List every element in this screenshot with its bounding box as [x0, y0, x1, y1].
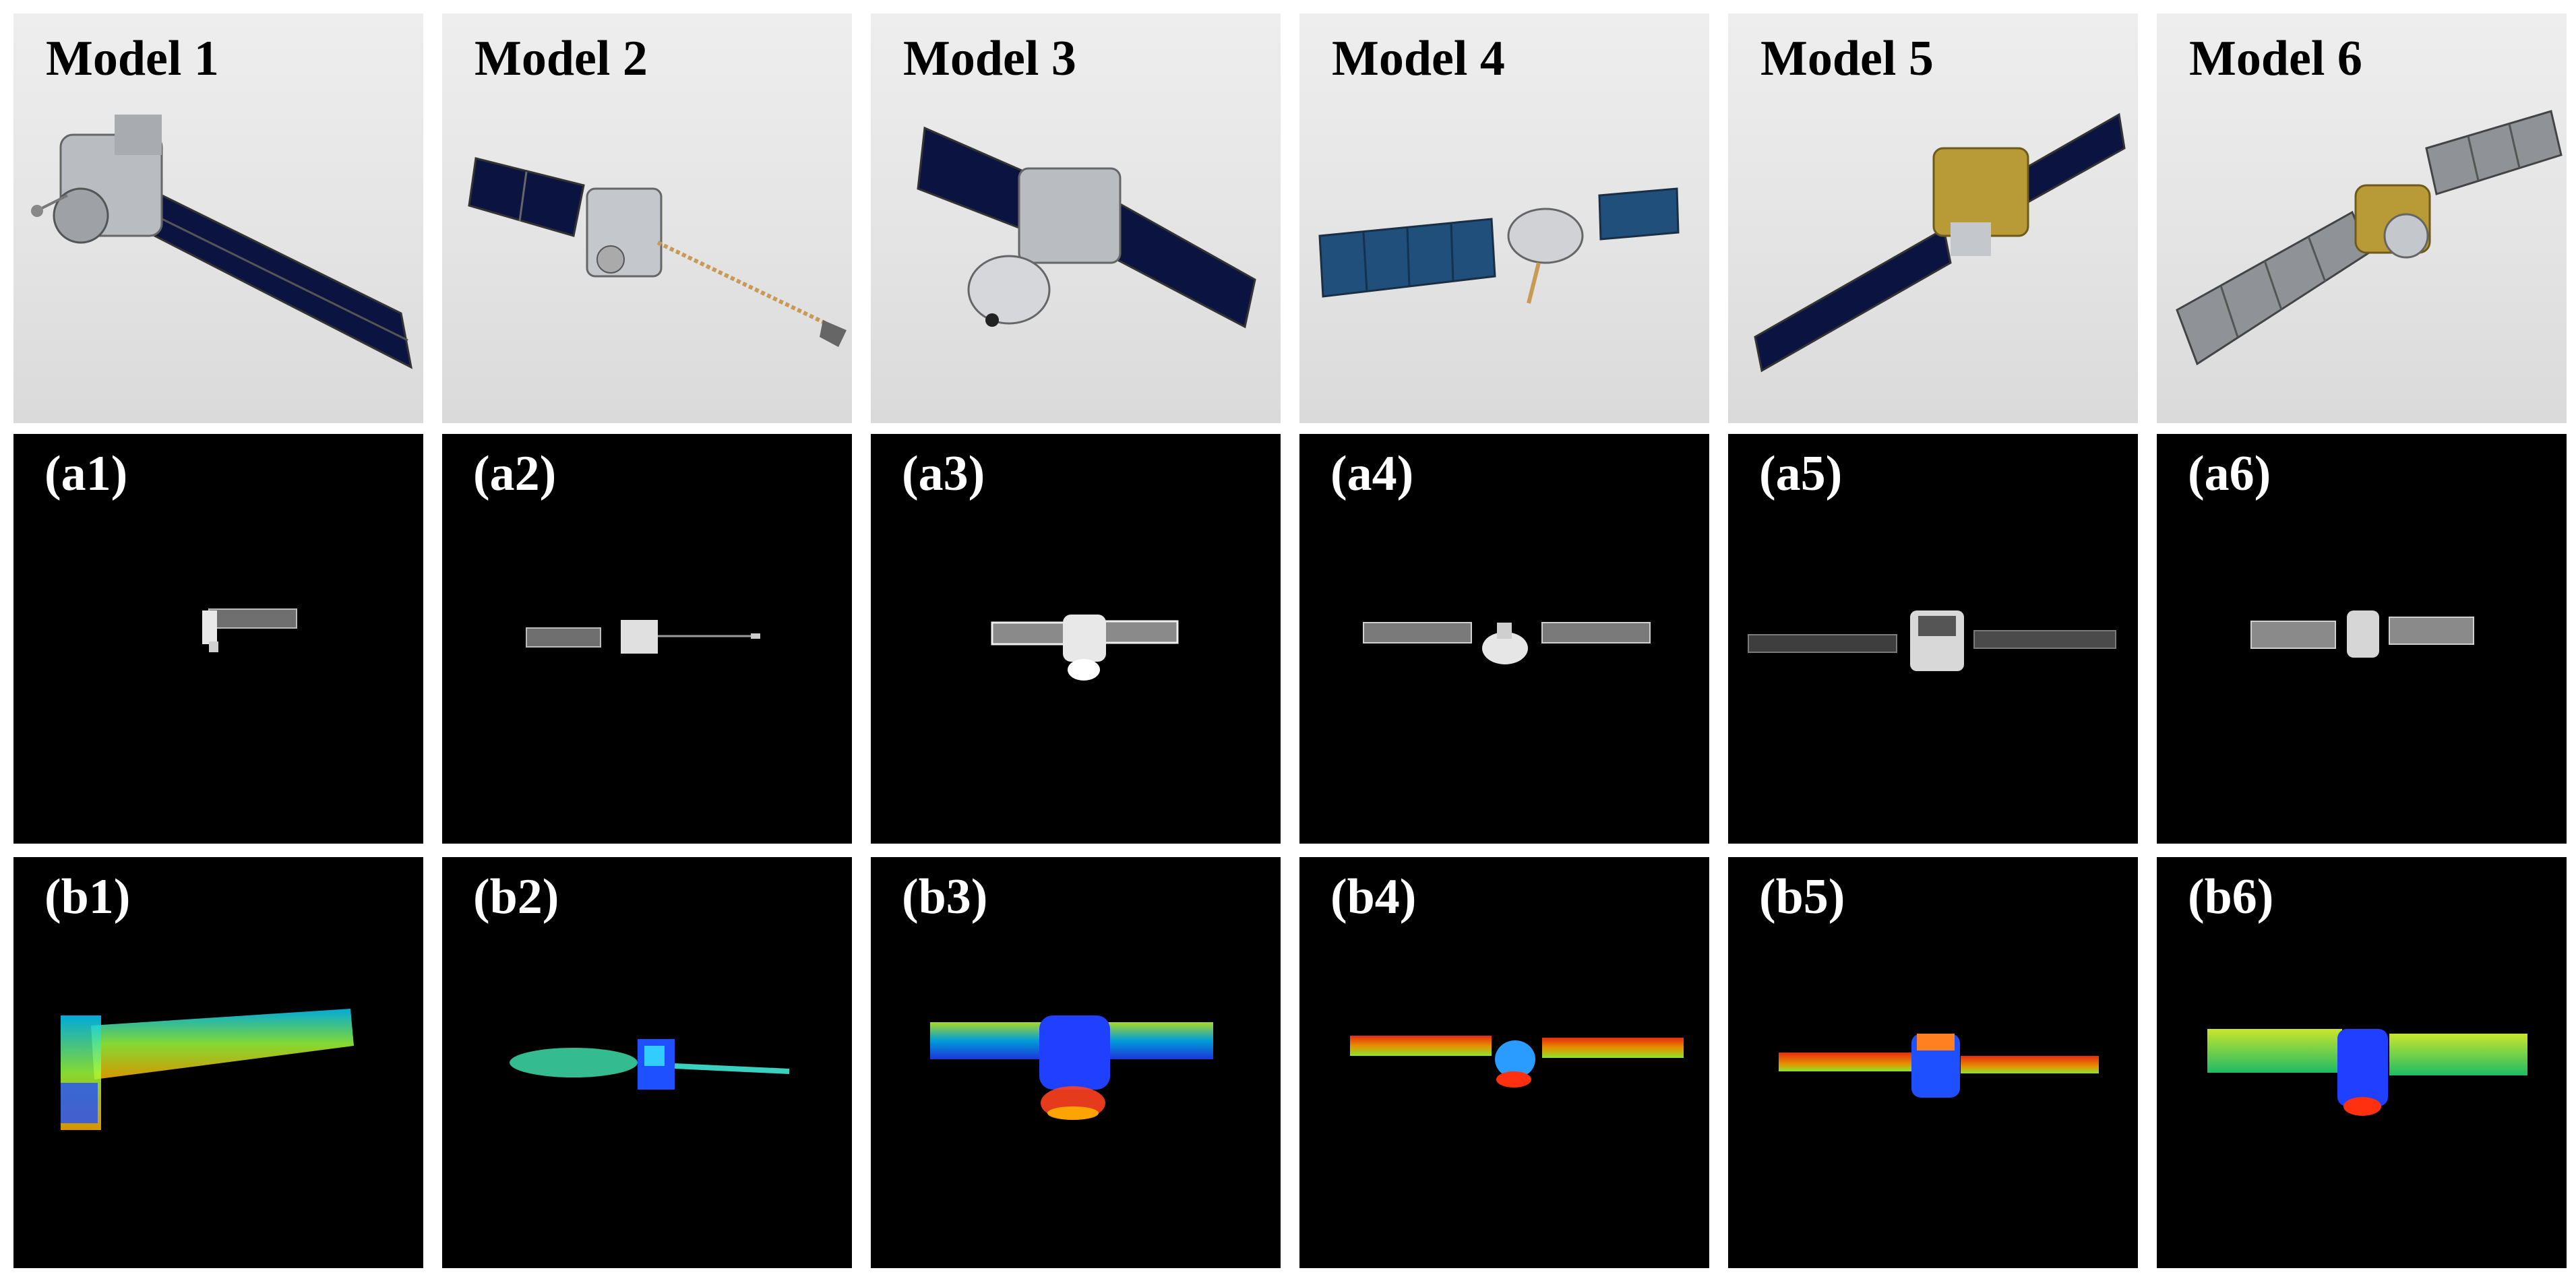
pointcloud-b2-panel: (b2) — [442, 857, 852, 1268]
model-6-panel: Model 6 — [2157, 13, 2567, 423]
render-a5-panel: (a5) — [1728, 434, 2138, 844]
render-a2-panel: (a2) — [442, 434, 852, 844]
pointcloud-b2-label: (b2) — [473, 869, 559, 924]
pointcloud-b5-panel: (b5) — [1728, 857, 2138, 1268]
render-a5-label: (a5) — [1759, 446, 1843, 501]
pointcloud-b6-panel: (b6) — [2157, 857, 2567, 1268]
pointcloud-b5-label: (b5) — [1759, 869, 1845, 924]
pointcloud-b3-label: (b3) — [902, 869, 988, 924]
model-4-panel: Model 4 — [1299, 13, 1709, 423]
render-a2-image — [526, 620, 760, 654]
model-3-satellite-image — [917, 126, 1256, 329]
pointcloud-b1-panel: (b1) — [13, 857, 423, 1268]
render-a2-label: (a2) — [473, 446, 557, 501]
render-a5-image — [1748, 610, 2116, 671]
pointcloud-b4-panel: (b4) — [1299, 857, 1709, 1268]
model-4-label: Model 4 — [1332, 31, 1505, 86]
pointcloud-b3-image — [930, 1015, 1213, 1120]
model-2-panel: Model 2 — [442, 13, 852, 423]
pointcloud-b2-image — [510, 1039, 790, 1090]
model-5-panel: Model 5 — [1728, 13, 2138, 423]
model-4-satellite-image — [1318, 187, 1680, 304]
render-a6-label: (a6) — [2188, 446, 2271, 501]
pointcloud-b6-label: (b6) — [2188, 869, 2274, 924]
render-a4-label: (a4) — [1330, 446, 1414, 501]
model-1-satellite-image — [31, 115, 413, 369]
model-1-label: Model 1 — [46, 31, 219, 86]
pointcloud-b1-image — [61, 1009, 354, 1130]
render-a3-image — [991, 615, 1179, 681]
pointcloud-b6-image — [2207, 1029, 2527, 1116]
model-3-panel: Model 3 — [871, 13, 1281, 423]
pointcloud-b3-panel: (b3) — [871, 857, 1281, 1268]
render-a6-panel: (a6) — [2157, 434, 2567, 844]
model-5-satellite-image — [1754, 113, 2126, 373]
pointcloud-b4-label: (b4) — [1330, 869, 1417, 924]
model-1-panel: Model 1 — [13, 13, 423, 423]
model-2-label: Model 2 — [474, 31, 648, 86]
render-a3-label: (a3) — [902, 446, 985, 501]
render-a1-label: (a1) — [44, 446, 128, 501]
render-a3-panel: (a3) — [871, 434, 1281, 844]
pointcloud-b1-label: (b1) — [44, 869, 131, 924]
render-a1-panel: (a1) — [13, 434, 423, 844]
render-a1-image — [202, 608, 297, 652]
pointcloud-b4-image — [1350, 1036, 1684, 1088]
model-3-label: Model 3 — [903, 31, 1076, 86]
model-6-satellite-image — [2176, 110, 2563, 366]
model-6-label: Model 6 — [2189, 31, 2362, 86]
render-a4-image — [1363, 622, 1651, 664]
model-2-satellite-image — [468, 157, 847, 347]
model-5-label: Model 5 — [1760, 31, 1934, 86]
pointcloud-b5-image — [1779, 1034, 2099, 1098]
render-a6-image — [2250, 610, 2474, 658]
render-a4-panel: (a4) — [1299, 434, 1709, 844]
